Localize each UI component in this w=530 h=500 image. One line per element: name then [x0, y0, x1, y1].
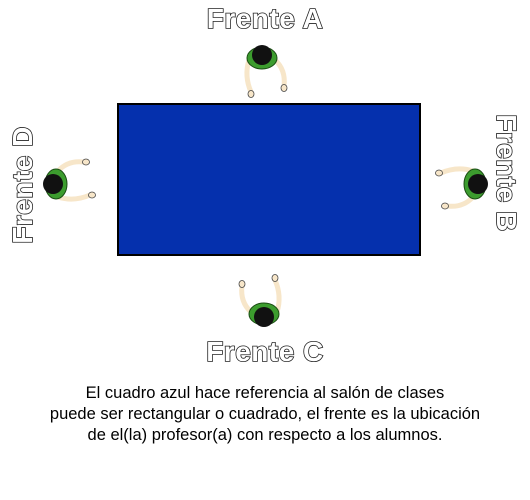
person-c-icon	[239, 275, 279, 328]
caption-line-1: El cuadro azul hace referencia al salón …	[85, 384, 445, 402]
caption: El cuadro azul hace referencia al salón …	[0, 383, 530, 446]
front-d: Frente D	[6, 125, 96, 245]
caption-line-2: puede ser rectangular o cuadrado, el fre…	[49, 405, 481, 423]
person-b-icon	[436, 169, 489, 209]
caption-line-3: de el(la) profesor(a) con respecto a los…	[87, 426, 443, 444]
front-a: Frente A	[206, 2, 324, 98]
frente-d-label: Frente D	[7, 126, 38, 244]
frente-c-label: Frente C	[206, 336, 324, 367]
front-b: Frente B	[436, 113, 523, 233]
frente-b-label: Frente B	[491, 114, 522, 232]
diagram-canvas: Frente A Frente B Frente C Frente D	[6, 2, 523, 368]
front-c: Frente C	[205, 275, 324, 368]
person-d-icon	[43, 159, 96, 199]
frente-a-label: Frente A	[207, 3, 324, 34]
classroom-rectangle	[117, 103, 421, 256]
person-a-icon	[247, 45, 287, 98]
